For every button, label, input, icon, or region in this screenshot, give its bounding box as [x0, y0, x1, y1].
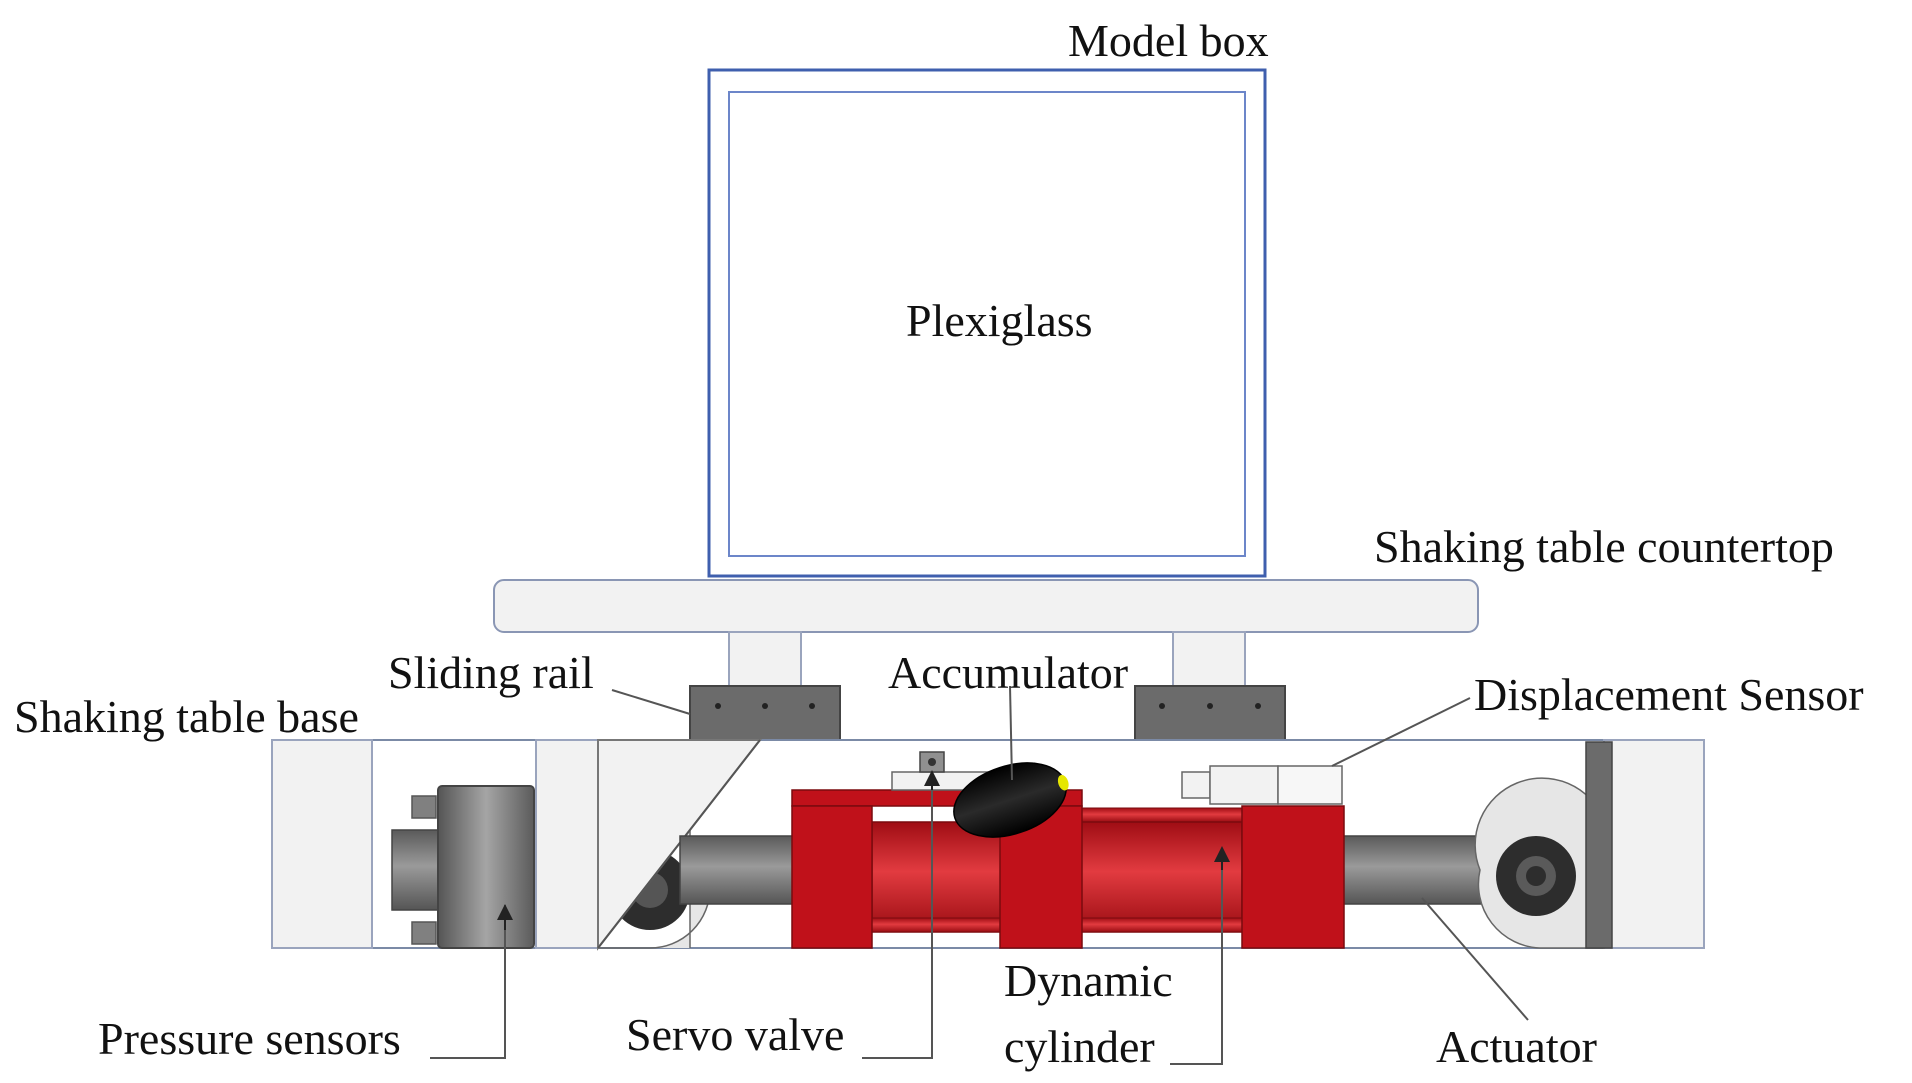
label-actuator: Actuator [1436, 1021, 1597, 1072]
label-accumulator: Accumulator [888, 647, 1128, 698]
leader-lines [430, 685, 1529, 1065]
left-clevis [597, 739, 763, 951]
right-post [1585, 741, 1613, 949]
servo-valve [891, 751, 989, 791]
accumulator [953, 762, 1069, 838]
leader-pressure-sensors [430, 905, 506, 1059]
pressure-sensor-assembly [391, 785, 535, 949]
leader-actuator [1421, 897, 1529, 1021]
shaking-table-countertop [493, 579, 1479, 633]
displacement-sensor [1181, 765, 1343, 805]
sliding-rail-left [689, 685, 841, 741]
label-plexiglass: Plexiglass [906, 295, 1093, 346]
cylinder-flange-right [1241, 805, 1345, 949]
sliding-rail-right [1134, 685, 1286, 741]
piston-rod-left [679, 835, 795, 905]
label-dynamic-cylinder-line1: Dynamic [1004, 955, 1173, 1006]
base-inner-block [535, 739, 599, 949]
base-end-block-right [1603, 739, 1705, 949]
leader-displacement-sensor [1331, 697, 1471, 767]
leader-accumulator [1009, 685, 1013, 781]
label-servo-valve: Servo valve [626, 1009, 844, 1060]
label-model-box: Model box [1068, 15, 1269, 66]
leader-servo-valve [862, 780, 933, 1059]
cylinder-flange-left [791, 805, 873, 949]
label-dynamic-cylinder-line2: cylinder [1004, 1021, 1155, 1072]
accumulator-valve-yellow [1057, 774, 1069, 791]
label-shaking-table-base: Shaking table base [14, 691, 359, 742]
label-sliding-rail: Sliding rail [388, 647, 594, 698]
label-shaking-table-countertop: Shaking table countertop [1374, 521, 1834, 572]
leader-dynamic-cylinder [1170, 856, 1223, 1065]
support-column-left [728, 631, 802, 687]
support-column-right [1172, 631, 1246, 687]
plexiglass-panel [728, 91, 1246, 557]
label-pressure-sensors: Pressure sensors [98, 1013, 401, 1064]
base-end-block-left [271, 739, 373, 949]
right-clevis [1474, 741, 1613, 949]
piston-rod-right [1339, 835, 1491, 905]
model-box [707, 68, 1267, 578]
label-displacement-sensor: Displacement Sensor [1474, 669, 1864, 720]
leader-sliding-rail [611, 689, 691, 715]
dynamic-cylinder [791, 789, 1345, 949]
